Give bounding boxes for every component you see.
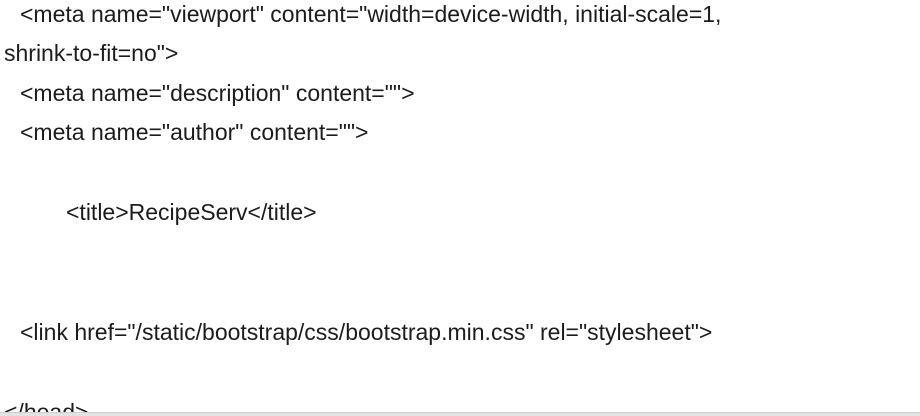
title-line: <title>RecipeServ</title> [66,199,317,225]
head-close-line: </head> [4,399,89,416]
meta-viewport-line: <meta name="viewport" content="width=dev… [20,1,722,27]
stylesheet-link-line: <link href="/static/bootstrap/css/bootst… [20,319,713,345]
meta-author-line: <meta name="author" content=""> [20,119,369,145]
meta-description-line: <meta name="description" content=""> [20,80,415,106]
meta-viewport-continuation-line: shrink-to-fit=no"> [4,40,179,66]
bottom-divider [0,412,920,416]
